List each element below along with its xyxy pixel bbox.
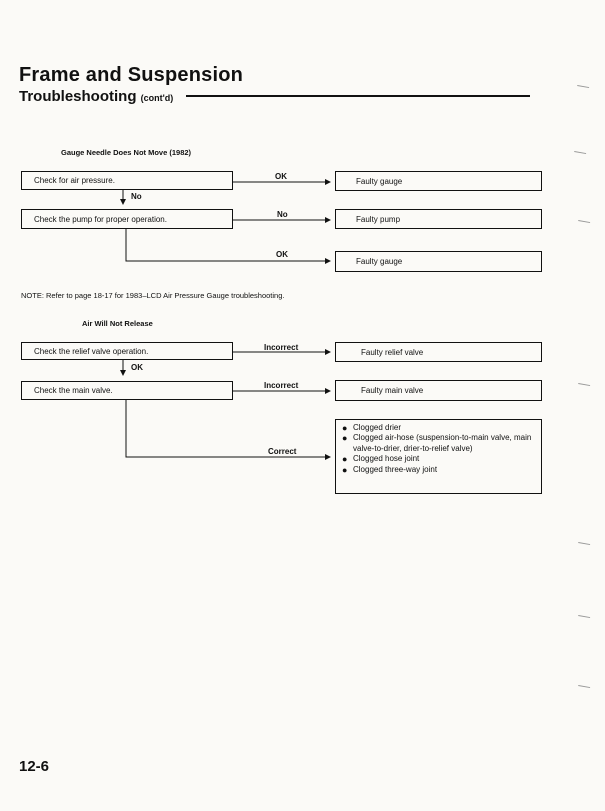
label-incorrect-2: Incorrect [264,381,299,390]
result-faulty-main-valve: Faulty main valve [335,380,542,401]
list-item: ● Clogged three-way joint [342,465,535,475]
result-faulty-pump: Faulty pump [335,209,542,229]
cause-text: Clogged hose joint [353,454,420,464]
note-text: NOTE: Refer to page 18-17 for 1983–LCD A… [21,291,285,300]
label-no-right: No [277,210,288,219]
result-faulty-relief-valve: Faulty relief valve [335,342,542,362]
box-check-pump: Check the pump for proper operation. [21,209,233,229]
label-correct: Correct [268,447,297,456]
bullet-icon: ● [342,433,348,444]
section-subtitle: Troubleshooting (cont'd) [19,88,173,105]
subtitle-text: Troubleshooting [19,88,137,105]
section2-title: Air Will Not Release [82,319,153,328]
page-title: Frame and Suspension [19,64,244,86]
bullet-icon: ● [342,454,348,465]
connector-ok-2 [125,229,331,264]
label-no-down: No [131,192,142,201]
label-ok-2: OK [276,250,288,259]
cause-text: Clogged drier [353,423,402,432]
bullet-icon: ● [342,464,348,475]
bullet-icon: ● [342,423,348,433]
subtitle-suffix: (cont'd) [140,93,174,103]
list-item: ● Clogged drier [342,423,535,433]
causes-list: ● Clogged drier ● Clogged air-hose (suspen… [335,419,542,494]
result-faulty-gauge-2: Faulty gauge [335,251,542,272]
cause-text: Clogged air-hose (suspension-to-main val… [353,433,532,453]
header-rule [186,95,530,97]
label-ok-1: OK [275,172,287,181]
connector-correct [125,400,331,460]
page-number: 12-6 [19,758,50,775]
cause-text: Clogged three-way joint [353,464,438,474]
box-check-relief-valve: Check the relief valve operation. [21,342,233,360]
list-item: ● Clogged air-hose (suspension-to-main va… [342,433,535,454]
section1-title: Gauge Needle Does Not Move (1982) [61,148,192,157]
label-incorrect-1: Incorrect [264,343,299,352]
result-faulty-gauge-1: Faulty gauge [335,171,542,191]
list-item: ● Clogged hose joint [342,454,535,464]
box-check-air-pressure: Check for air pressure. [21,171,233,190]
box-check-main-valve: Check the main valve. [21,381,233,400]
label-ok-down: OK [131,363,143,372]
